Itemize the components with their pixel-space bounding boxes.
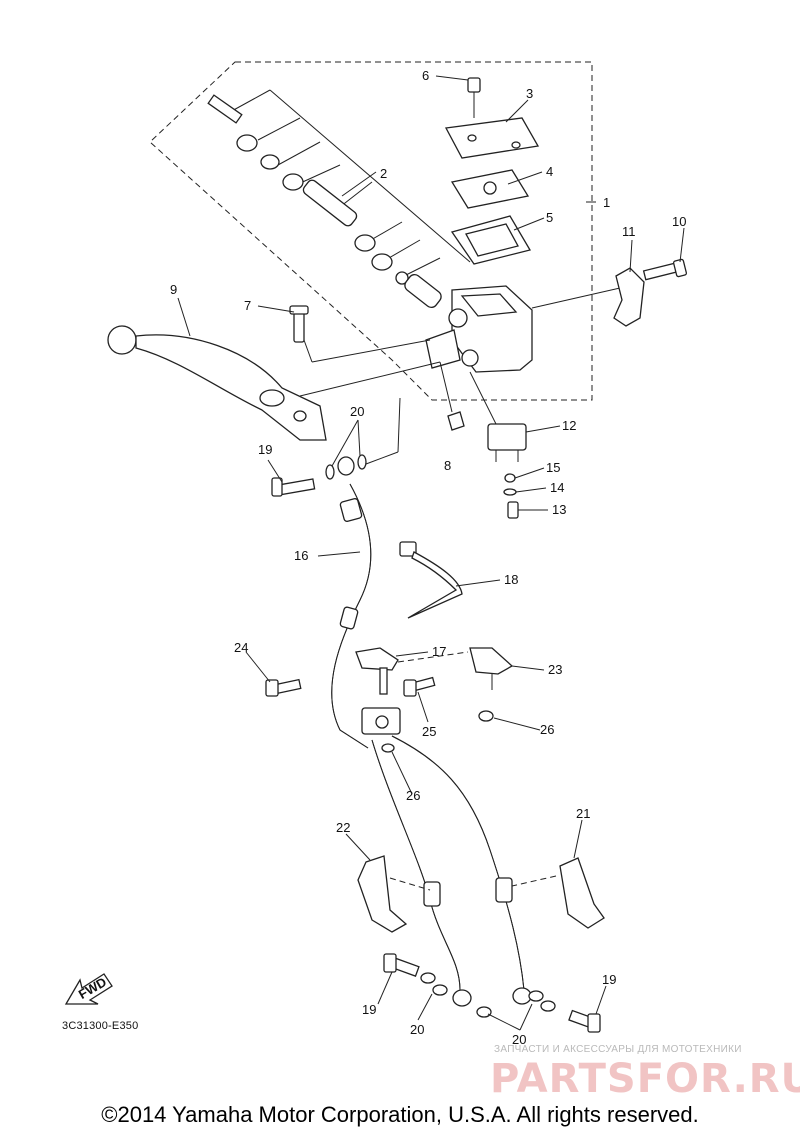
master-cylinder [425, 285, 621, 373]
callout-19-lower: 19 [602, 972, 616, 987]
forward-arrow-icon: FWD [64, 973, 113, 1005]
hose-clips [355, 647, 514, 722]
watermark-logo: PARTSFOR.RU [490, 1056, 800, 1102]
reservoir-cap-group [444, 77, 540, 265]
cable-tie [399, 541, 463, 619]
callout-15: 15 [546, 460, 560, 475]
callout-1: 1 [603, 195, 610, 210]
callout-7: 7 [244, 298, 251, 313]
callout-5: 5 [546, 210, 553, 225]
callout-22: 22 [336, 820, 350, 835]
piston-kit [207, 94, 442, 309]
callout-26-center: 26 [406, 788, 420, 803]
hose-guides [357, 855, 605, 933]
brake-hose-upper [331, 483, 372, 749]
callout-16: 16 [294, 548, 308, 563]
piston-kit-leaders [229, 89, 471, 279]
callout-leaders [177, 75, 685, 1031]
assembly-outline [149, 61, 593, 401]
callout-20-left: 20 [410, 1022, 424, 1037]
callout-19-left: 19 [362, 1002, 376, 1017]
callout-3: 3 [526, 86, 533, 101]
brake-lever [107, 325, 441, 441]
callout-20-upper: 20 [350, 404, 364, 419]
lower-union-bolts [383, 953, 601, 1033]
callout-12: 12 [562, 418, 576, 433]
callout-19-upper: 19 [258, 442, 272, 457]
callout-8: 8 [444, 458, 451, 473]
callout-25: 25 [422, 724, 436, 739]
callout-17: 17 [432, 644, 446, 659]
callout-4: 4 [546, 164, 553, 179]
brake-switch [469, 371, 527, 519]
callout-9: 9 [170, 282, 177, 297]
bracket-bolts [265, 676, 436, 697]
upper-union-bolt [271, 397, 401, 497]
callout-14: 14 [550, 480, 564, 495]
callout-18: 18 [504, 572, 518, 587]
callout-10: 10 [672, 214, 686, 229]
handlebar-holder [613, 258, 688, 327]
callout-labels: 1 2 3 4 5 6 7 8 9 10 11 12 13 14 15 16 1… [170, 68, 686, 1047]
callout-20-right: 20 [512, 1032, 526, 1047]
callout-24: 24 [234, 640, 248, 655]
callout-2: 2 [380, 166, 387, 181]
callout-11: 11 [622, 224, 636, 239]
watermark-tagline: ЗАПЧАСТИ И АКСЕССУАРЫ ДЛЯ МОТОТЕХНИКИ [494, 1044, 742, 1055]
diagram-code: 3C31300-E350 [62, 1020, 139, 1032]
pivot-bolt-nut [289, 305, 465, 431]
callout-13: 13 [552, 502, 566, 517]
callout-26-right: 26 [540, 722, 554, 737]
brake-hose-lower [371, 735, 532, 1007]
callout-23: 23 [548, 662, 562, 677]
callout-21: 21 [576, 806, 590, 821]
callout-6: 6 [422, 68, 429, 83]
hose-joint [361, 707, 401, 753]
copyright-text: ©2014 Yamaha Motor Corporation, U.S.A. A… [101, 1102, 699, 1127]
